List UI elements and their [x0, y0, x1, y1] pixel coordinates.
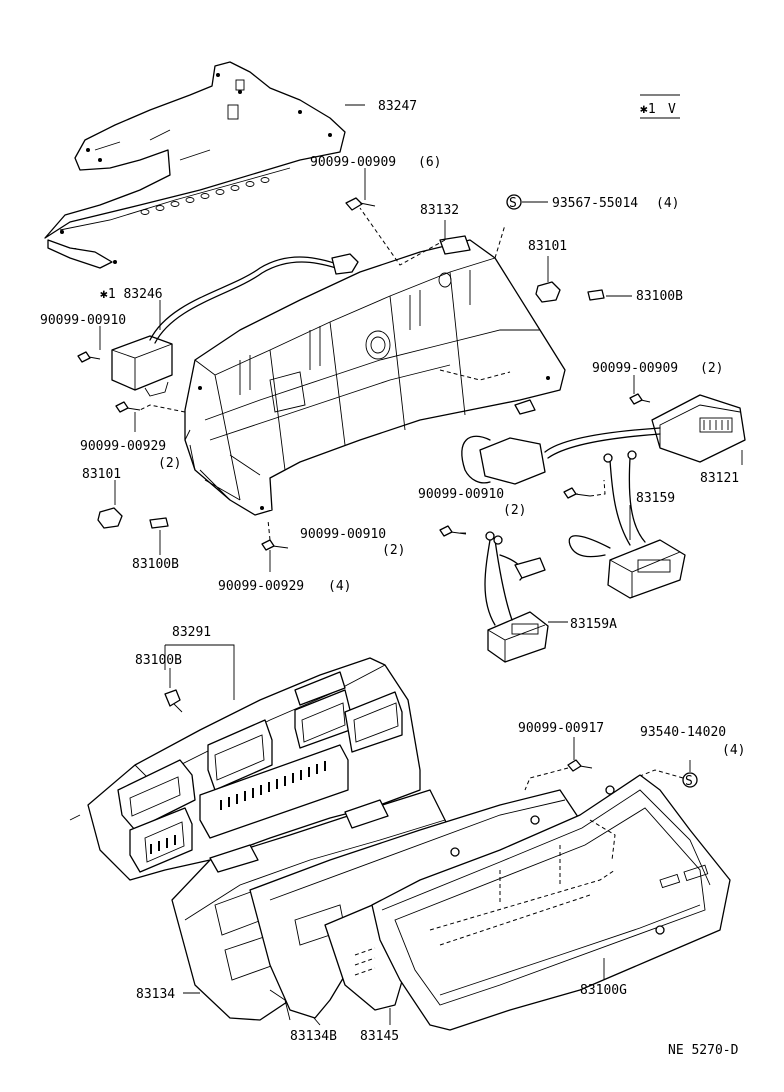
harness-83159a	[484, 531, 549, 663]
gauge-cluster-83291	[69, 657, 421, 881]
label-83134: 83134	[136, 987, 175, 1002]
screw-90099-00929-bottom	[261, 519, 289, 551]
screw-90099-00910-mid	[439, 525, 467, 537]
bulb-socket-83101-left	[97, 507, 123, 529]
label-83100b-top: 83100B	[636, 289, 683, 304]
label-83100g: 83100G	[580, 983, 627, 998]
label-83159: 83159	[636, 491, 675, 506]
bulb-83100b-left	[149, 517, 169, 529]
instrument-housing-83132	[139, 207, 566, 516]
screw-90099-00909-right	[629, 393, 651, 405]
label-83145: 83145	[360, 1029, 399, 1044]
qty-93567-55014: (4)	[656, 196, 679, 211]
label-83159a: 83159A	[570, 617, 617, 632]
label-83101-top: 83101	[528, 239, 567, 254]
qty-90099-00910-b: (2)	[503, 503, 526, 518]
label-83246: ✱1 83246	[100, 287, 163, 302]
svg-text:S: S	[509, 196, 517, 211]
harness-83159	[568, 450, 686, 599]
variant-marker: ✱1	[640, 102, 656, 117]
screw-90099-00910-left	[77, 351, 101, 363]
label-90099-00909-6: 90099-00909	[310, 155, 396, 170]
connector-83121	[461, 394, 746, 485]
label-90099-00929-4: 90099-00929	[218, 579, 304, 594]
qty-90099-00929-2: (2)	[158, 456, 181, 471]
qty-90099-00909-2: (2)	[700, 361, 723, 376]
washer-93567-55014: S	[506, 194, 522, 211]
qty-93540-14020: (4)	[722, 743, 745, 758]
label-83100b-left: 83100B	[132, 557, 179, 572]
label-83134b: 83134B	[290, 1029, 337, 1044]
leader-lines	[99, 94, 743, 1026]
label-83101-left: 83101	[82, 467, 121, 482]
label-90099-00929-2: 90099-00929	[80, 439, 166, 454]
label-83100b-cluster: 83100B	[135, 653, 182, 668]
bulb-socket-83101-top	[535, 281, 561, 303]
diagram-code: NE 5270-D	[668, 1043, 739, 1058]
screw-90099-00910-right	[563, 479, 606, 499]
screw-90099-00909-top	[345, 197, 376, 211]
label-90099-00917: 90099-00917	[518, 721, 604, 736]
qty-90099-00909-6: (6)	[418, 155, 441, 170]
label-83291: 83291	[172, 625, 211, 640]
variant-letter: V	[668, 102, 676, 117]
label-90099-00910-c: 90099-00910	[300, 527, 386, 542]
label-93567-55014: 93567-55014	[552, 196, 638, 211]
label-90099-00910-b: 90099-00910	[418, 487, 504, 502]
label-90099-00910-a: 90099-00910	[40, 313, 126, 328]
qty-90099-00910-c: (2)	[382, 543, 405, 558]
screw-90099-00917	[524, 759, 593, 791]
label-83132: 83132	[420, 203, 459, 218]
svg-text:S: S	[685, 774, 693, 789]
bulb-83100b-top	[587, 289, 605, 301]
label-83247: 83247	[378, 99, 417, 114]
label-83121: 83121	[700, 471, 739, 486]
face-lens-83100g	[371, 774, 731, 1031]
label-90099-00909-2: 90099-00909	[592, 361, 678, 376]
qty-90099-00929-4: (4)	[328, 579, 351, 594]
label-93540-14020: 93540-14020	[640, 725, 726, 740]
variant-note: ✱1 V	[640, 102, 676, 117]
screw-90099-00929-left	[115, 401, 141, 413]
washer-93540-14020: S	[639, 769, 698, 789]
module-83246	[111, 253, 359, 397]
bracket-plate-83247	[44, 61, 346, 269]
